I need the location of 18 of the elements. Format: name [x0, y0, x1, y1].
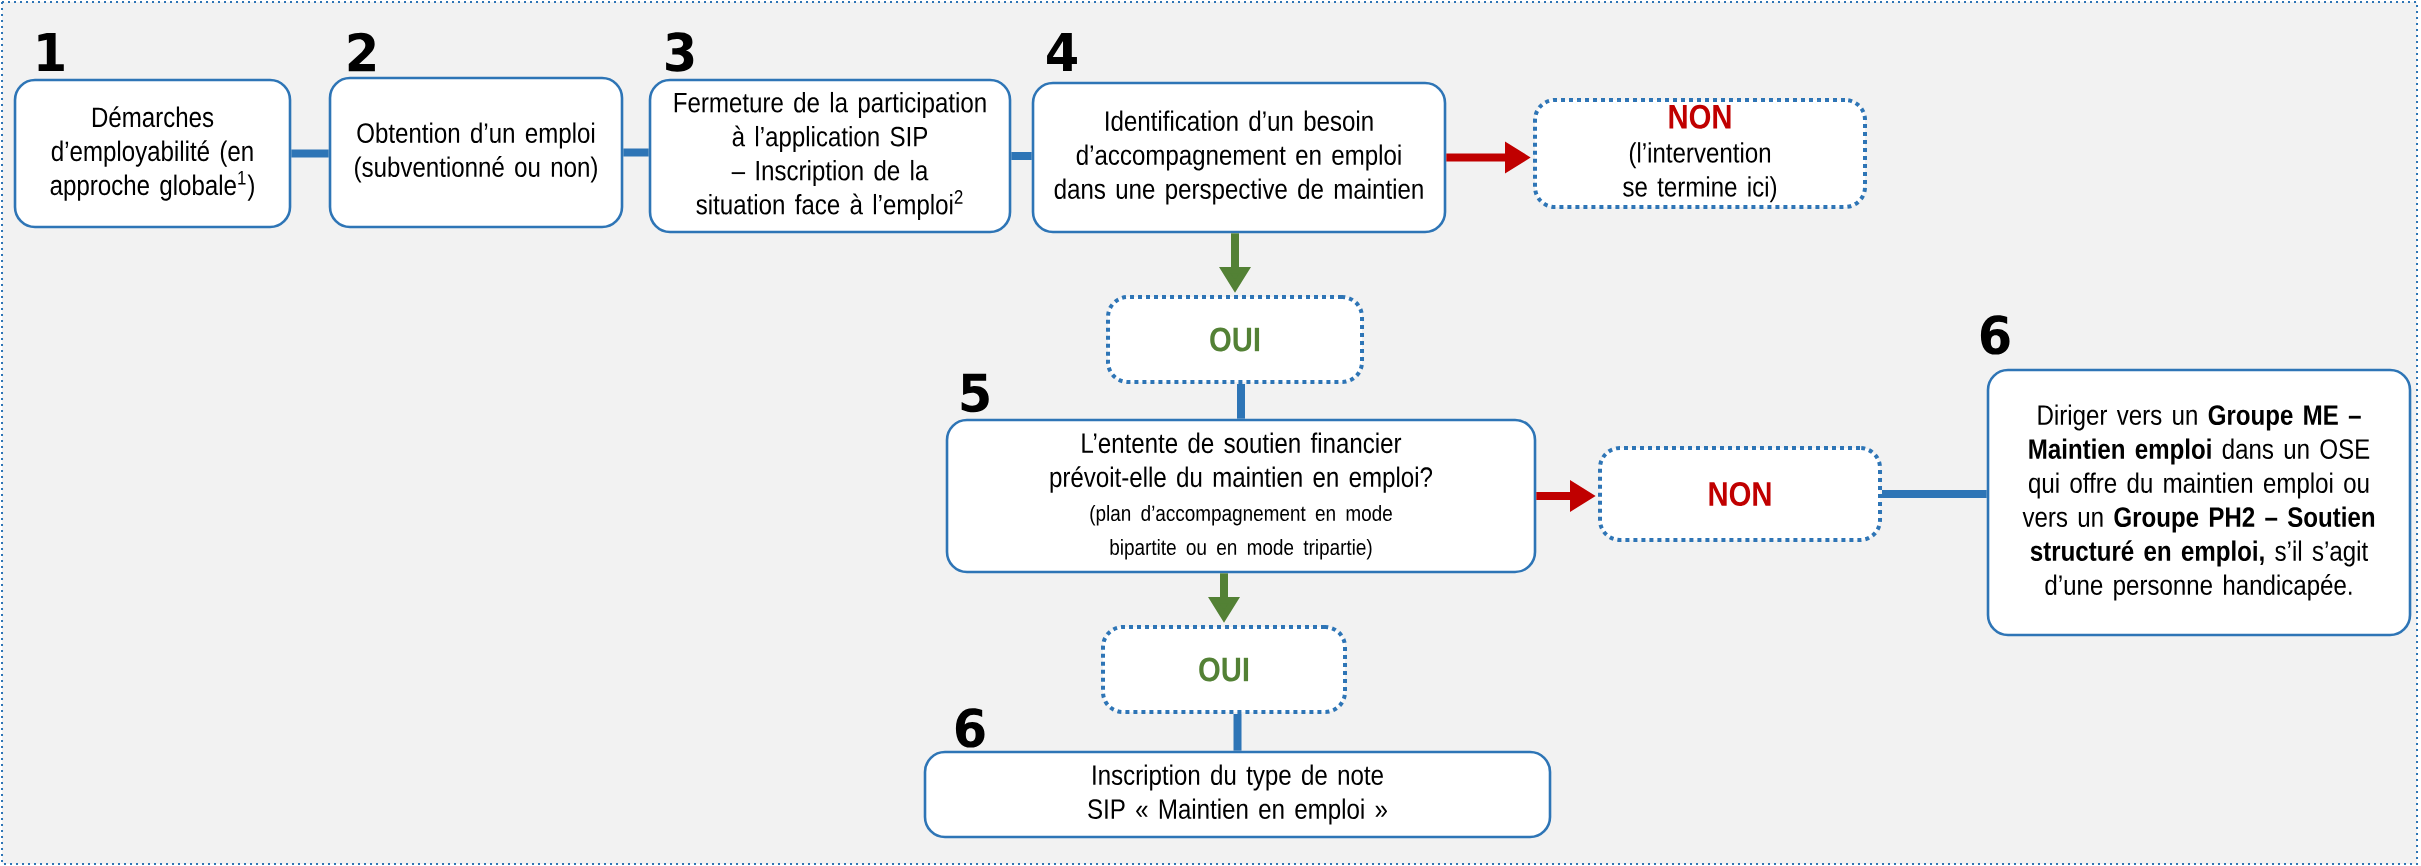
step-number: 4 [1047, 33, 1077, 71]
answer-box: OUI [1106, 295, 1364, 384]
process-box: Diriger vers un Groupe ME – Maintien emploi dans un OSE qui offre du maintien emploi ou vers un Groupe PH2 – Soutien structuré en emploi, s’il s’agit d’une personne handicapée. [1986, 368, 2412, 637]
step-number: 1 [38, 33, 64, 71]
step-number: 6 [955, 708, 985, 748]
process-box: Fermeture de la participation à l’application SIP – Inscription de la situation face à l’emploi$^{2}$ [648, 78, 1012, 234]
step-number: 6 [1980, 315, 2010, 355]
process-box: Inscription du type de note SIP « Maintien en emploi » [923, 750, 1552, 839]
answer-box: NON (l’intervention se termine ici) [1533, 98, 1867, 209]
process-box: Démarches d’employabilité (en approche globale$^{1}$) [13, 78, 292, 229]
process-box: L’entente de soutien financier prévoit-elle du maintien en emploi? (plan d’accompagnement en mode bipartite ou en mode tripartie) [945, 418, 1537, 574]
answer-box: NON [1598, 446, 1882, 542]
answer-box: OUI [1101, 625, 1347, 714]
step-number: 2 [348, 32, 375, 72]
step-number: 3 [666, 32, 694, 72]
process-box: Identification d’un besoin d’accompagnement en emploi dans une perspective de maintien [1031, 81, 1447, 234]
step-number: 5 [961, 373, 989, 413]
process-box: Obtention d’un emploi (subventionné ou non) [328, 76, 624, 229]
